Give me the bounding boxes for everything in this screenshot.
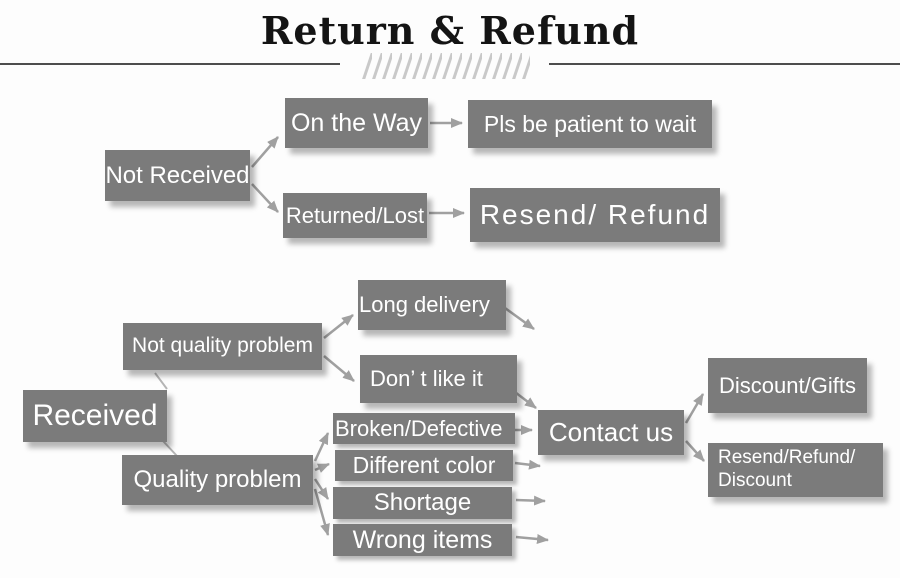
node-long-delivery: Long delivery <box>358 280 506 330</box>
divider-right <box>549 63 900 65</box>
node-pls-be-patient: Pls be patient to wait <box>468 100 712 148</box>
node-broken-defective: Broken/Defective <box>333 413 515 444</box>
node-shortage: Shortage <box>333 487 512 519</box>
node-on-the-way: On the Way <box>285 98 428 148</box>
node-wrong-items: Wrong items <box>333 524 512 556</box>
node-quality-problem: Quality problem <box>122 455 313 505</box>
node-received: Received <box>23 390 167 442</box>
node-not-quality-problem: Not quality problem <box>123 323 322 370</box>
node-returned-lost: Returned/Lost <box>283 193 427 238</box>
node-not-received: Not Received <box>105 150 250 201</box>
node-discount-gifts: Discount/Gifts <box>708 358 867 413</box>
page-title: Return & Refund <box>260 8 640 53</box>
divider-left <box>0 63 340 65</box>
node-resend-refund: Resend/ Refund <box>470 188 720 242</box>
node-different-color: Different color <box>335 450 513 481</box>
node-resend-refund-discount-text: Resend/Refund/ Discount <box>718 447 856 491</box>
node-resend-refund-discount: Resend/Refund/ Discount <box>708 443 883 497</box>
node-contact-us: Contact us <box>538 410 684 455</box>
hatch-decoration <box>362 53 530 79</box>
node-dont-like-it: Don’ t like it <box>360 355 517 403</box>
